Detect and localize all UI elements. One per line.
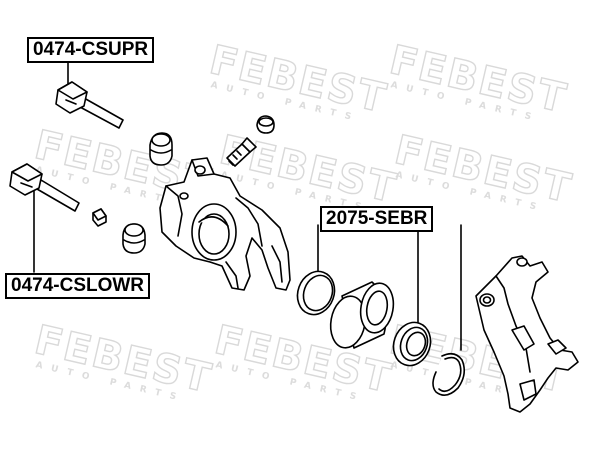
pin-bush <box>92 208 107 227</box>
upper-guide-pin <box>55 81 124 129</box>
bleeder-cap <box>256 115 275 134</box>
guide-pin-boot-lower <box>122 223 146 254</box>
caliper-bracket <box>475 255 579 413</box>
retaining-ring <box>432 352 466 396</box>
guide-pin-boot-upper <box>149 132 173 166</box>
lower-guide-pin <box>9 163 80 212</box>
dust-boot <box>392 321 432 367</box>
part-label-seal-kit: 2075-SEBR <box>320 206 434 232</box>
part-label-lower-pin: 0474-CSLOWR <box>5 273 151 299</box>
part-label-upper-pin: 0474-CSUPR <box>27 37 155 63</box>
piston-seal <box>296 270 336 316</box>
caliper-body <box>159 157 291 291</box>
piston <box>329 281 395 349</box>
bleeder-screw <box>226 137 257 167</box>
